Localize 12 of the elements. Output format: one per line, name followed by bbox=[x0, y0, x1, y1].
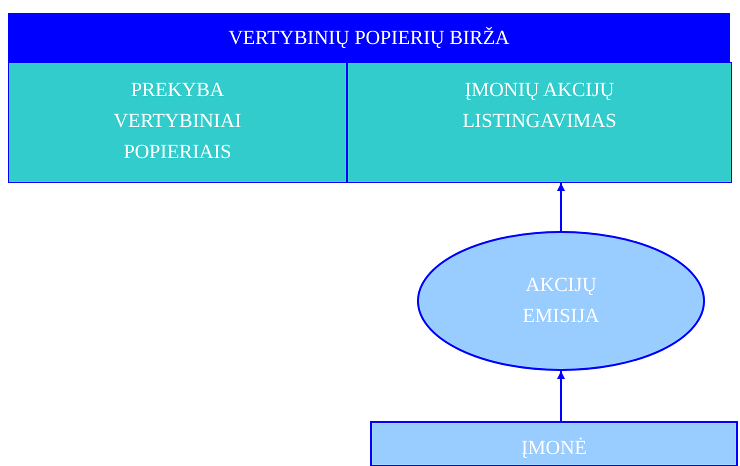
function-box bbox=[347, 62, 732, 183]
arrow bbox=[557, 183, 565, 231]
arrow bbox=[557, 371, 565, 421]
node-label: ĮMONĖ bbox=[521, 436, 587, 461]
node-label: AKCIJŲ EMISIJA bbox=[522, 273, 600, 329]
function-box bbox=[8, 62, 347, 183]
node-label: PREKYBA VERTYBINIAI POPIERIAIS bbox=[112, 78, 242, 165]
node-label: ĮMONIŲ AKCIJŲ LISTINGAVIMAS bbox=[461, 78, 618, 134]
company-box bbox=[370, 421, 738, 466]
panel-title: VERTYBINIŲ POPIERIŲ BIRŽA bbox=[228, 26, 510, 51]
exchange-panel bbox=[8, 13, 730, 181]
process-ellipse bbox=[417, 231, 705, 371]
